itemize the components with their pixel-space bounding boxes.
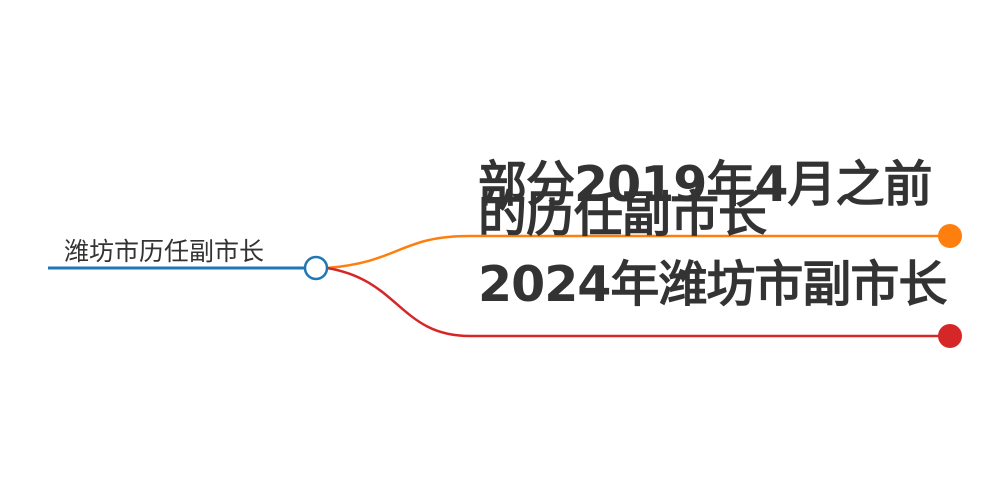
edge-branch-2 (326, 266, 950, 338)
edge-branch-1 (326, 234, 950, 270)
branch-2-node-dot[interactable] (938, 324, 962, 348)
branch-1-node-dot[interactable] (938, 224, 962, 248)
root-node-label[interactable]: 潍坊市历任副市长 (64, 237, 265, 266)
branch-1-label[interactable]: 部分2019年4月之前的历任副市长 (478, 156, 932, 243)
root-collapse-toggle[interactable] (303, 255, 329, 281)
branch-2-label[interactable]: 2024年潍坊市副市长 (478, 256, 947, 313)
